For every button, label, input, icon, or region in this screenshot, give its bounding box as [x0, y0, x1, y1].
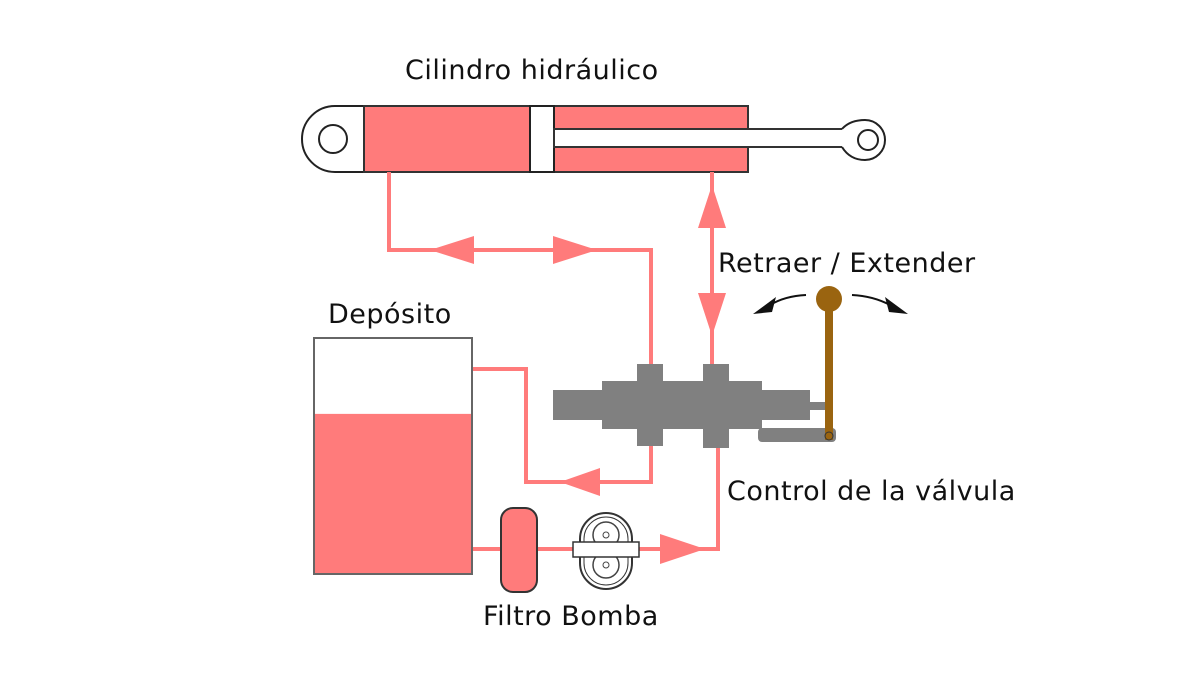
pipes — [387, 172, 720, 551]
gear-pump-icon — [572, 512, 640, 590]
filter — [500, 507, 538, 593]
arrow-left-return-icon — [560, 468, 600, 496]
reservoir — [313, 337, 473, 575]
cylinder-rear-hole — [318, 124, 348, 154]
cylinder-piston — [529, 105, 555, 173]
label-retract-extend: Retraer / Extender — [718, 248, 976, 279]
arrow-left-icon — [430, 236, 474, 264]
hydraulic-cylinder — [301, 105, 886, 173]
cylinder-rod-hole — [857, 129, 879, 151]
arrow-right-icon — [553, 236, 597, 264]
reservoir-fluid — [315, 413, 471, 573]
arrow-up-icon — [698, 185, 726, 228]
arrow-curve-right-icon — [885, 297, 908, 314]
label-reservoir: Depósito — [328, 299, 452, 330]
label-filter-pump: Filtro Bomba — [483, 601, 659, 632]
pipe-return — [456, 367, 653, 484]
pipe-cylinder-rear — [387, 172, 653, 370]
pipe-supply — [473, 446, 720, 551]
control-valve — [553, 364, 836, 448]
label-valve-control: Control de la válvula — [727, 476, 1016, 507]
flow-arrows — [430, 185, 726, 564]
lever-knob[interactable] — [816, 286, 842, 312]
arrow-down-icon — [698, 293, 726, 336]
label-cylinder: Cilindro hidráulico — [405, 55, 659, 86]
cylinder-rod — [553, 128, 845, 148]
arrow-right-supply-icon — [660, 534, 705, 564]
arrow-curve-left-icon — [753, 297, 776, 314]
valve-lever[interactable] — [816, 286, 842, 441]
